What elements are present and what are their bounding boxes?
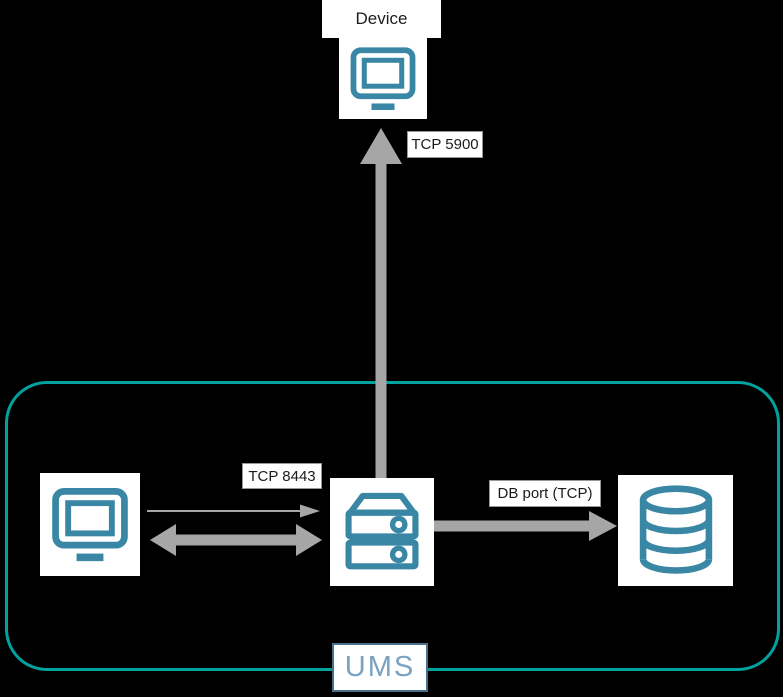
database-icon: [639, 484, 712, 574]
monitor-icon: [350, 46, 416, 110]
arrow-console-to-server-thin: [147, 504, 320, 518]
port-label-db-port: DB port (TCP): [489, 480, 601, 507]
ums-boundary-label: UMS: [332, 643, 428, 692]
ums-server-node: [330, 478, 434, 586]
arrow-server-to-database: [433, 511, 617, 541]
monitor-icon: [52, 487, 128, 561]
device-node: [339, 38, 427, 119]
device-node-label: Device: [322, 0, 441, 38]
database-node: [618, 475, 733, 586]
server-icon: [345, 492, 419, 570]
console-node: [40, 473, 140, 576]
arrow-console-server-bidirectional: [150, 524, 322, 556]
port-label-tcp-5900: TCP 5900: [407, 131, 483, 158]
arrow-server-to-device: [360, 128, 402, 478]
port-label-tcp-8443: TCP 8443: [242, 463, 322, 489]
